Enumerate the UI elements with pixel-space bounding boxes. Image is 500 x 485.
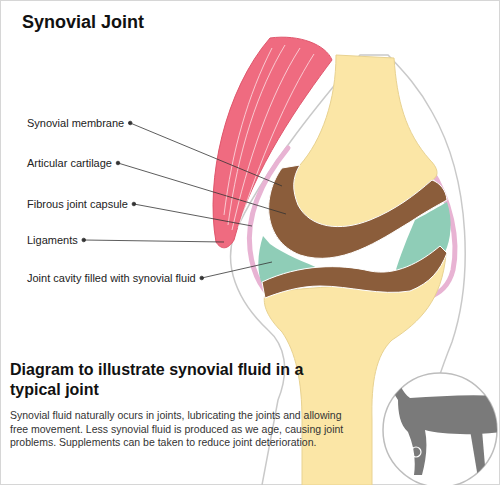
- knee-highlight: [411, 447, 421, 457]
- leader-dot: [200, 276, 204, 280]
- leader-line: [134, 204, 252, 226]
- leader-line: [118, 163, 286, 214]
- caption: Diagram to illustrate synovial fluid in …: [10, 360, 310, 400]
- part-label: Synovial membrane: [27, 116, 124, 130]
- leader-line: [130, 123, 282, 186]
- leader-dot: [82, 238, 86, 242]
- leader-dot: [116, 161, 120, 165]
- leader-dot: [132, 202, 136, 206]
- note-text: Synovial fluid naturally ocurs in joints…: [10, 409, 352, 450]
- part-label: Articular cartilage: [27, 156, 112, 170]
- articular-cartilage: [262, 246, 447, 298]
- part-label: Joint cavity filled with synovial fluid: [27, 271, 196, 285]
- part-label: Fibrous joint capsule: [27, 197, 128, 211]
- title: Synovial Joint: [22, 11, 144, 33]
- articular-cartilage: [269, 165, 447, 258]
- leader-dot: [128, 121, 132, 125]
- dog-icon: [392, 372, 500, 478]
- leader-line: [202, 262, 272, 278]
- part-label: Ligaments: [27, 233, 78, 247]
- leader-line: [84, 240, 224, 242]
